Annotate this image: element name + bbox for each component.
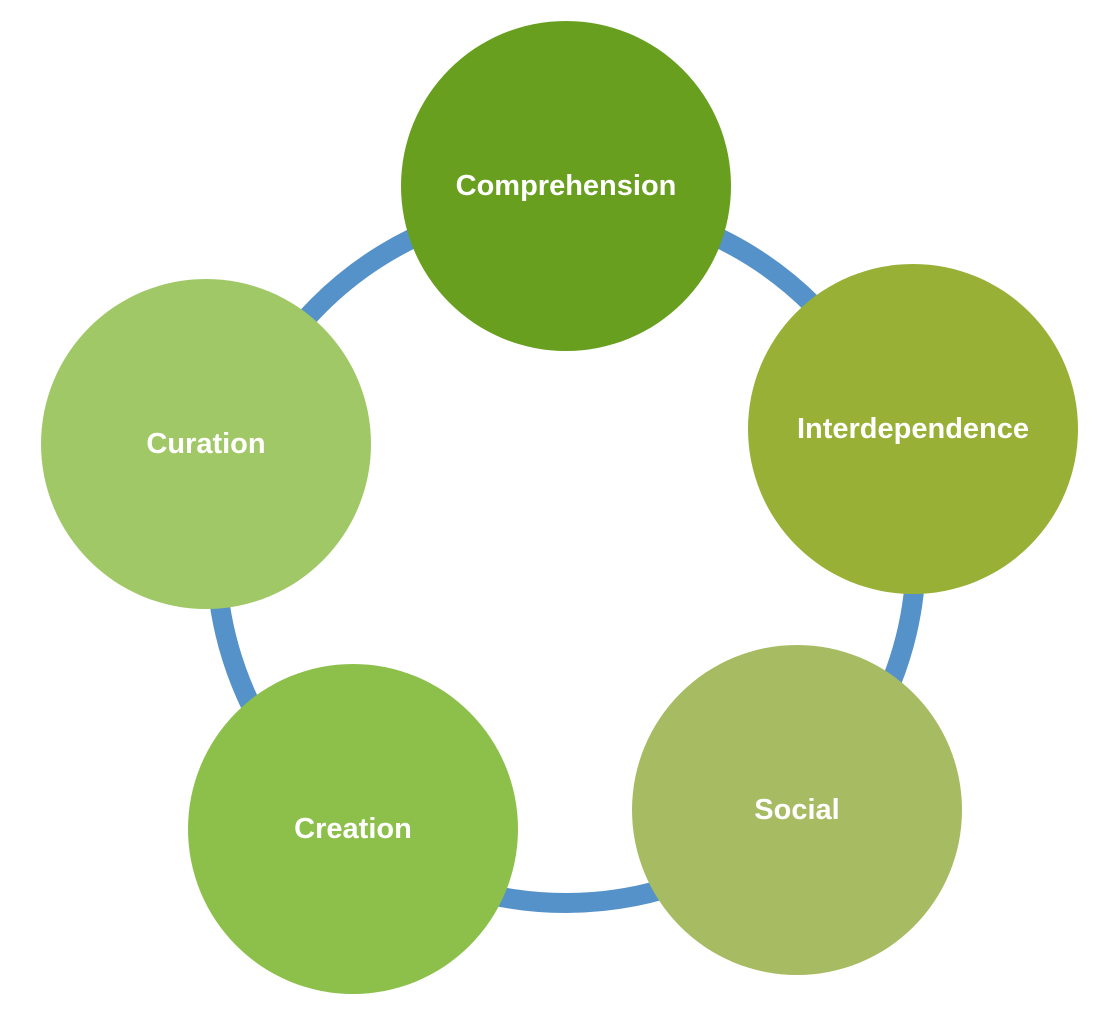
node-social-circle <box>632 645 962 975</box>
node-creation-circle <box>188 664 518 994</box>
node-comprehension: Comprehension <box>401 21 731 351</box>
node-interdependence: Interdependence <box>748 264 1078 594</box>
node-creation: Creation <box>188 664 518 994</box>
node-interdependence-label: Interdependence <box>797 413 1029 445</box>
node-curation-circle <box>41 279 371 609</box>
node-curation-label: Curation <box>146 428 265 460</box>
node-social-label: Social <box>754 794 839 826</box>
node-comprehension-label: Comprehension <box>456 170 677 202</box>
node-interdependence-circle <box>748 264 1078 594</box>
node-social: Social <box>632 645 962 975</box>
node-creation-label: Creation <box>294 813 412 845</box>
node-curation: Curation <box>41 279 371 609</box>
node-comprehension-circle <box>401 21 731 351</box>
